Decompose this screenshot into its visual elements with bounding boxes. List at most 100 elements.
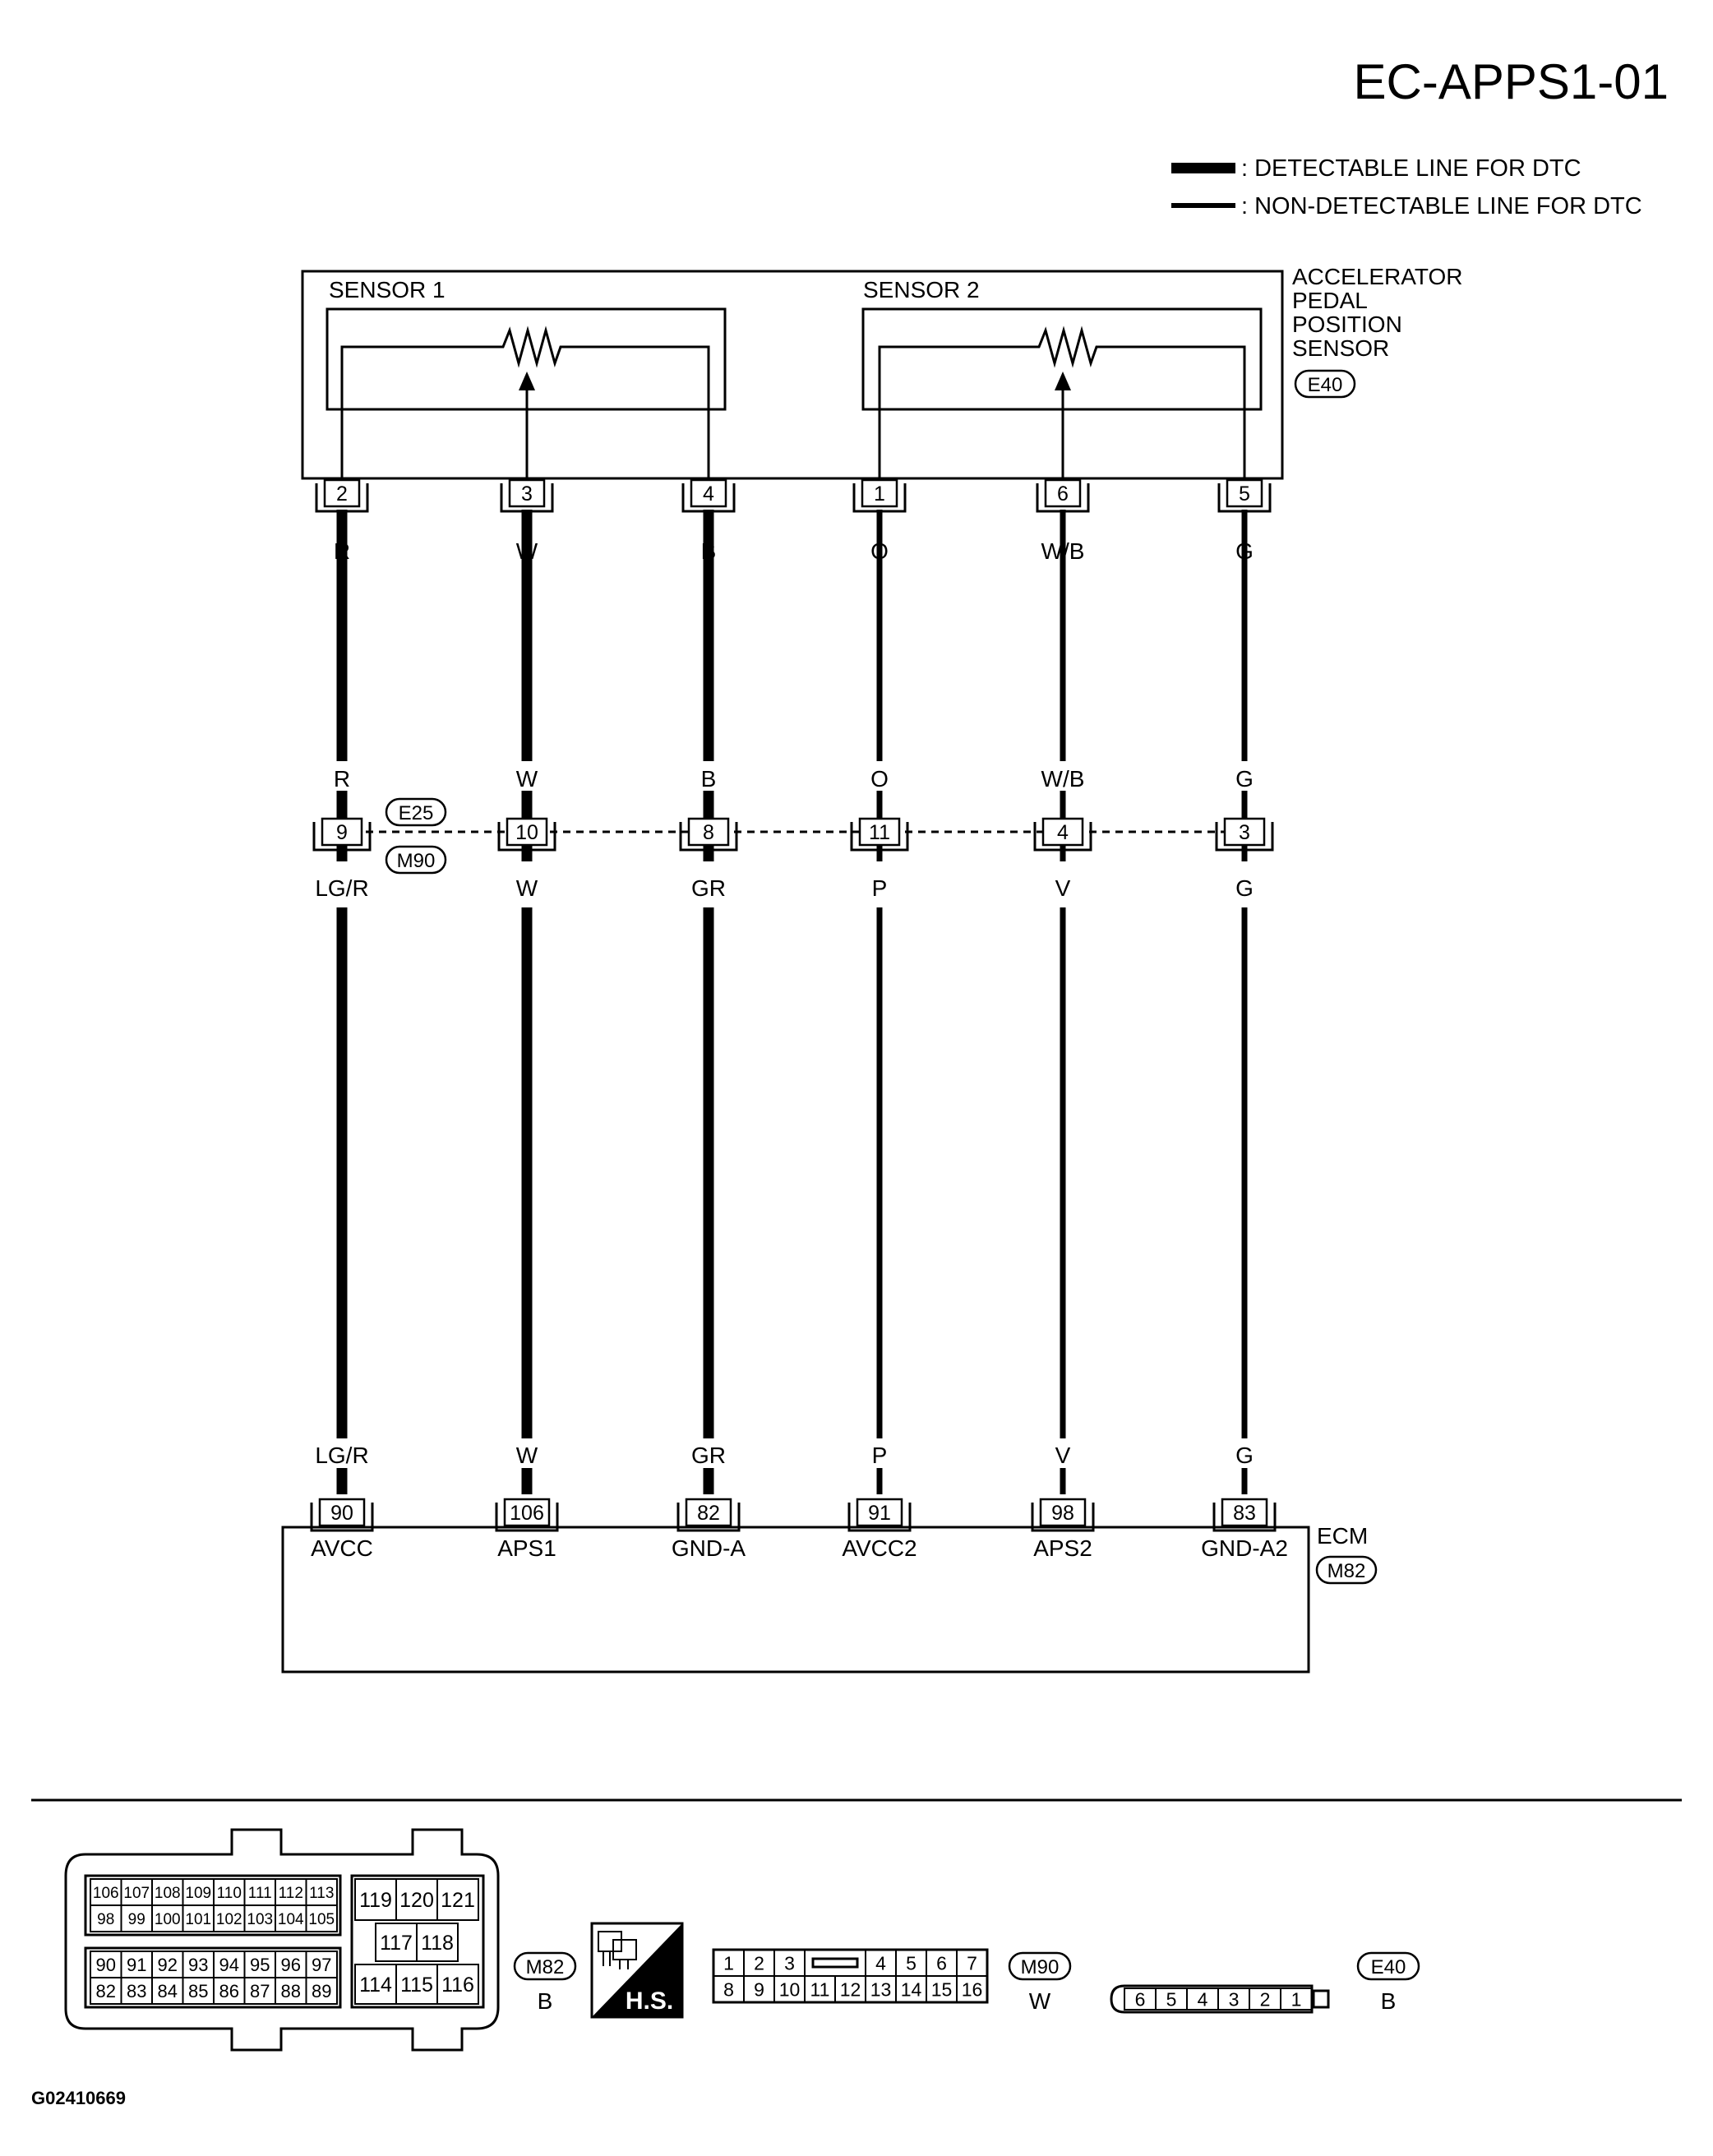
m82-pin-87: 87: [250, 1981, 270, 2001]
joint-pin-11-box: [858, 817, 901, 847]
m90-pin-1: 1: [723, 1952, 734, 1974]
m82-pin-89: 89: [312, 1981, 331, 2001]
m82-pin-86: 86: [219, 1981, 239, 2001]
ecm-connector-code: M82: [1327, 1560, 1366, 1582]
sensor-pin-6-holder: [1036, 483, 1090, 513]
m90-outline: [712, 1948, 989, 2004]
wire-label-gap: [1030, 861, 1096, 907]
joint-pin-11-number: 11: [869, 821, 890, 844]
wire-label-gap: [309, 1438, 375, 1468]
joint-pin-9: 9: [312, 817, 372, 852]
joint-pin-10-box: [506, 817, 548, 847]
sensor-pin-3-holder: [500, 483, 554, 513]
sensor-pin-6: 6: [1036, 478, 1090, 513]
m90-code: M90: [1021, 1956, 1060, 1978]
sensor2-internal-wiring: [878, 325, 1246, 493]
m82-pin-111: 111: [248, 1885, 272, 1902]
sensor-outer-box: [301, 270, 1284, 480]
sensor-pin-4: 4: [681, 478, 736, 513]
m82-pin-104: 104: [278, 1911, 304, 1928]
m82-cell-118: [416, 1923, 459, 1962]
legend-thin-line: [1171, 203, 1235, 208]
sensor2-label: SENSOR 2: [863, 277, 980, 302]
ecm-pin-90-number: 90: [330, 1502, 353, 1525]
ecm-terminal-avcc2: AVCC2: [842, 1535, 917, 1561]
m82-pin-114: 114: [359, 1974, 392, 1997]
joint-upper-code: E25: [399, 802, 434, 824]
m90-pin-8: 8: [723, 1978, 734, 2000]
wire-label-gap: [682, 761, 735, 791]
legend: : DETECTABLE LINE FOR DTC : NON-DETECTAB…: [1171, 155, 1642, 219]
sensor-pin-2: 2: [315, 478, 369, 513]
sensor-pin-1-holder: [852, 483, 907, 513]
wire-color-top-3: B: [701, 538, 717, 564]
wire-label-gap: [676, 1438, 741, 1468]
e40-pin-2: 2: [1260, 1988, 1271, 2010]
m90-pin-13: 13: [870, 1978, 892, 2000]
e40-color: B: [1381, 1988, 1397, 2014]
accelerator-pedal-position-sensor: SENSOR 1 SENSOR 2 ACCELERATOR PEDAL POSI…: [301, 264, 1462, 493]
ecm-terminal-aps1: APS1: [497, 1535, 556, 1561]
sensor-name-line-4: SENSOR: [1292, 335, 1389, 361]
wire-color-joint-upper-5: W/B: [1041, 766, 1085, 792]
m82-left-top-block: [84, 1874, 342, 1937]
joint-pin-10: 10: [497, 817, 556, 852]
m82-left-bottom-block: [84, 1946, 342, 2009]
wire-color-ecm-5: V: [1055, 1443, 1071, 1468]
wire-color-top-2: W: [516, 538, 538, 564]
wire-label-gap: [316, 761, 368, 791]
joint-pin-10-holder: [497, 822, 556, 852]
ecm-pin-91-box: [856, 1498, 903, 1527]
m82-pin-83: 83: [127, 1981, 146, 2001]
m82-pin-85: 85: [188, 1981, 208, 2001]
wire-color-joint-lower-5: V: [1055, 875, 1071, 901]
ecm-pin-82-number: 82: [697, 1502, 720, 1525]
sensor-pin-5-box: [1226, 478, 1263, 508]
sensor-pin-2-box: [323, 478, 361, 508]
m82-pin-115: 115: [400, 1974, 433, 1997]
e40-outline: [1110, 1984, 1314, 2014]
sensor-pin-4-holder: [681, 483, 736, 513]
m90-pin-14: 14: [901, 1978, 922, 2000]
joint-pin-3-holder: [1215, 822, 1274, 852]
m82-pin-92: 92: [158, 1955, 178, 1975]
ecm-pin-82-box: [685, 1498, 732, 1527]
m82-cell-89: [305, 1977, 338, 2005]
m82-pin-118: 118: [421, 1932, 454, 1955]
ecm-pin-91-number: 91: [868, 1502, 891, 1525]
m82-pin-91: 91: [127, 1955, 146, 1975]
ecm-pin-83: 83: [1212, 1498, 1277, 1532]
ecm-pin-106-box: [503, 1498, 551, 1527]
m90-pin-2: 2: [754, 1952, 764, 1974]
joint-pin-4-holder: [1033, 822, 1092, 852]
wire-color-joint-upper-4: O: [870, 766, 889, 792]
m82-pin-99: 99: [128, 1911, 145, 1928]
ecm-pin-90-holder: [310, 1503, 374, 1532]
m82-cell-105: [305, 1904, 338, 1932]
sensor1-wiper-arrow: [519, 372, 535, 390]
e40-cell-1: [1280, 1987, 1313, 2011]
sensor-pin-4-box: [690, 478, 727, 508]
wire-color-ecm-4: P: [872, 1443, 888, 1468]
e40-code-badge: [1356, 1951, 1420, 1981]
wire-color-top-1: R: [334, 538, 350, 564]
joint-upper-badge: [385, 797, 447, 827]
m82-code-badge: [513, 1951, 577, 1981]
m90-pin-10: 10: [779, 1978, 801, 2000]
sensor-pin-3: 3: [500, 478, 554, 513]
ecm-terminal-gnd-a2: GND-A2: [1201, 1535, 1288, 1561]
page-title: EC-APPS1-01: [1354, 54, 1669, 109]
wire-label-gap: [494, 1438, 560, 1468]
joint-pin-9-holder: [312, 822, 372, 852]
wire-color-joint-lower-6: G: [1235, 875, 1254, 901]
wire-color-top-5: W/B: [1041, 538, 1085, 564]
wire-color-top-4: O: [870, 538, 889, 564]
joint-pin-9-number: 9: [336, 821, 348, 844]
joint-lower-badge: [385, 845, 447, 875]
e40-pin-4: 4: [1198, 1988, 1208, 2010]
m82-cell-121: [436, 1878, 479, 1921]
ecm-pin-91: 91: [847, 1498, 912, 1532]
